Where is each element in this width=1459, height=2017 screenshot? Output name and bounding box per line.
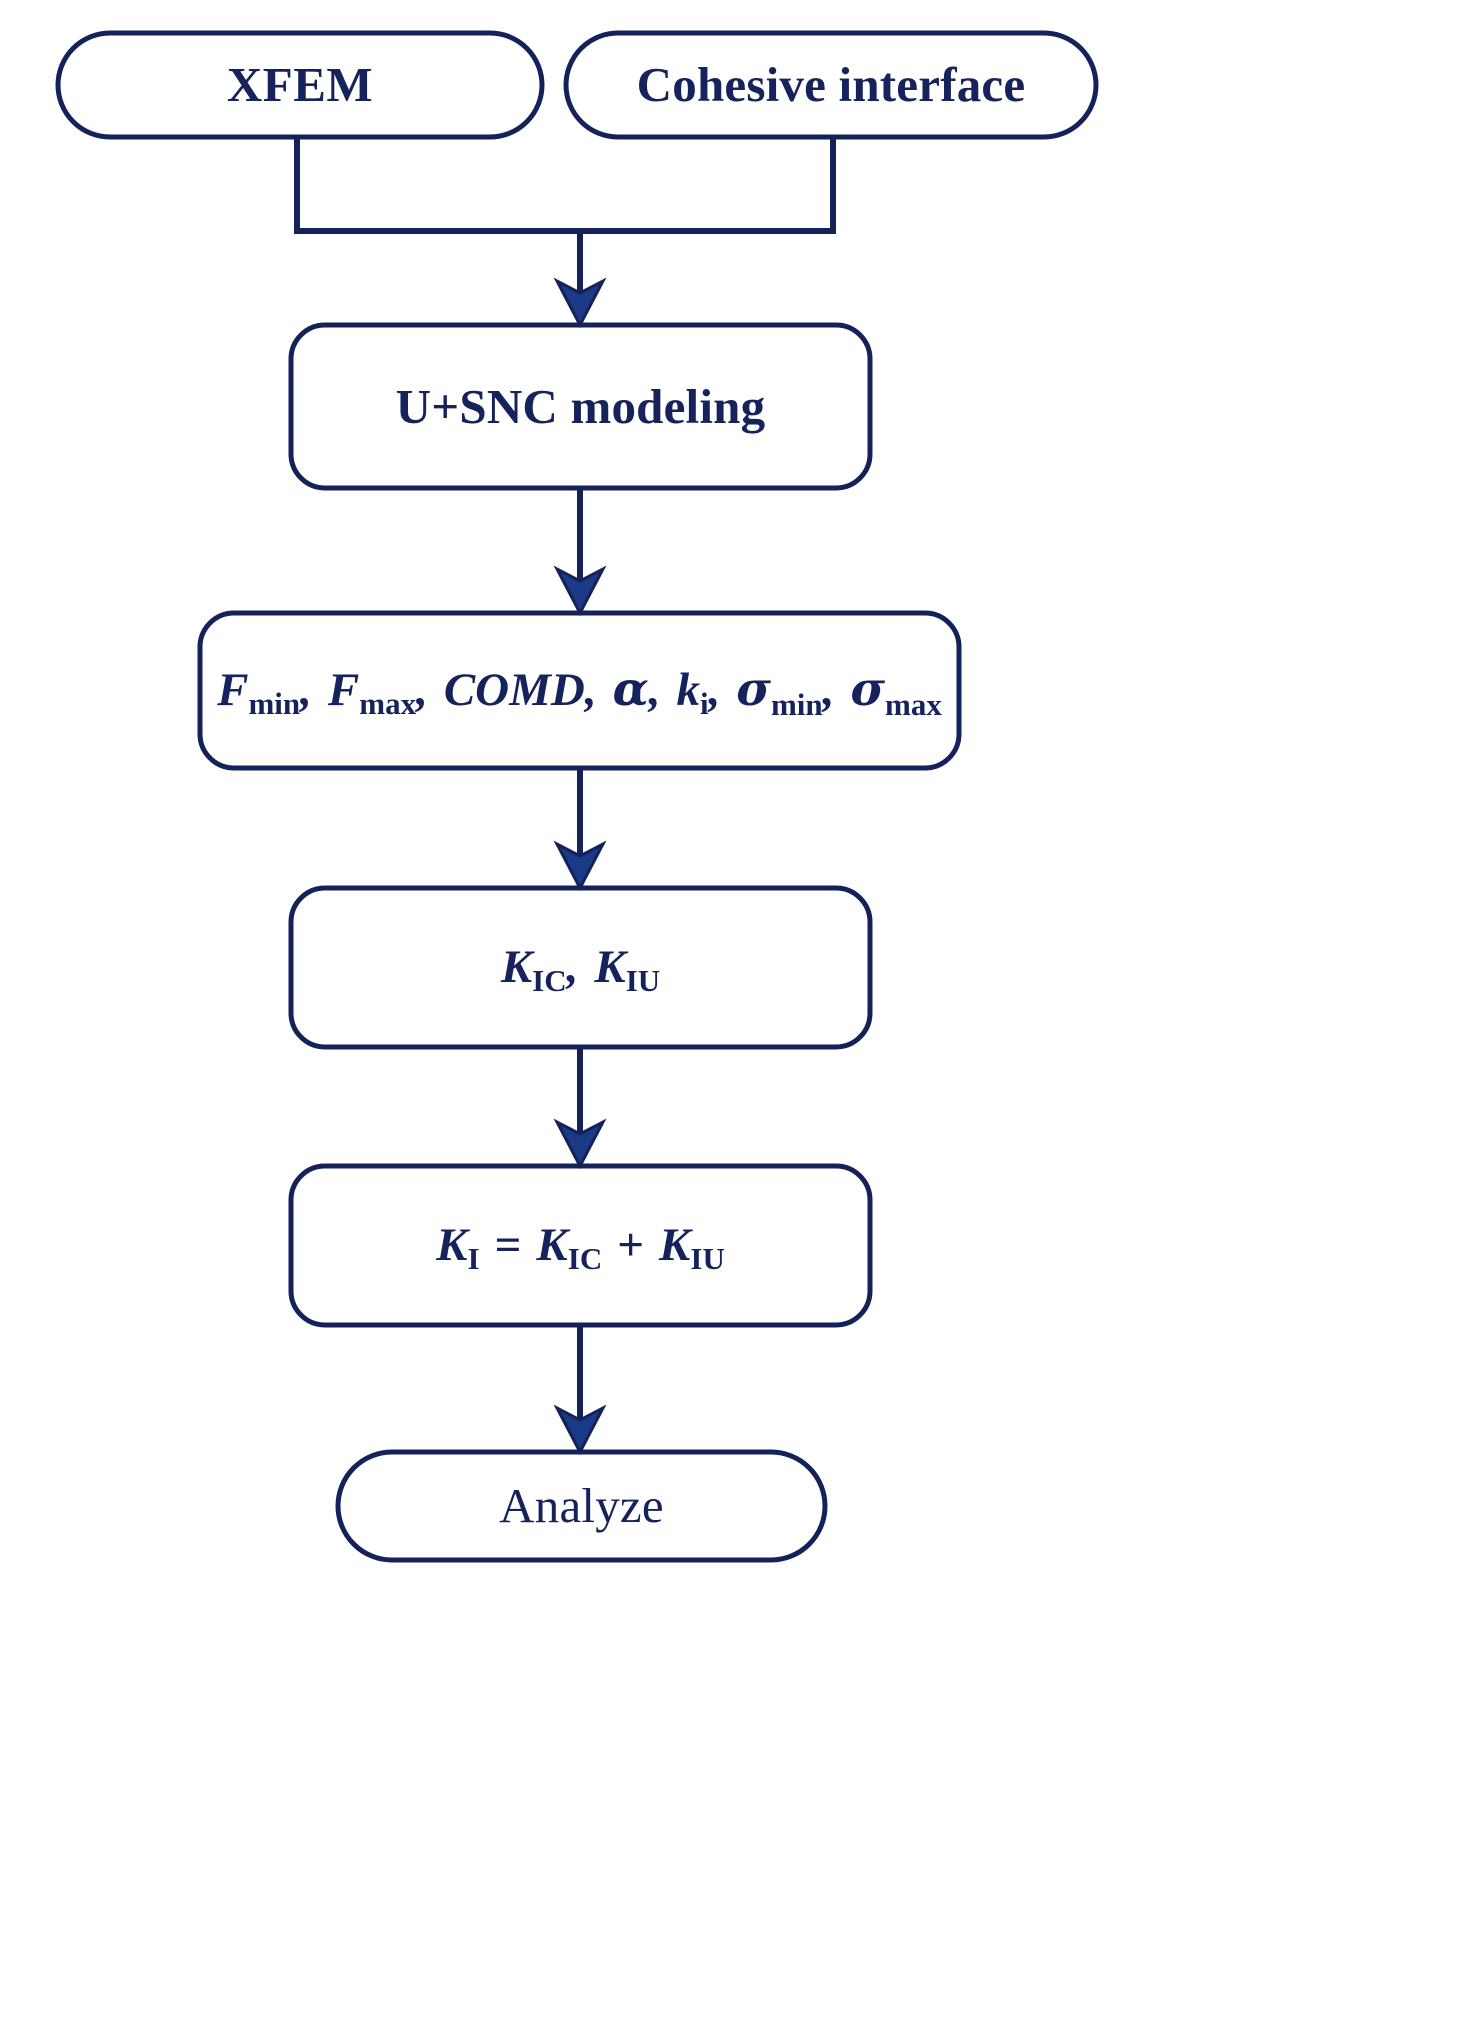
- arrowhead-merge-to-usnc: [553, 277, 607, 329]
- node-analyze-shape[interactable]: [335, 1449, 828, 1563]
- node-formula-shape[interactable]: [288, 1163, 873, 1328]
- node-toughness-shape[interactable]: [288, 885, 873, 1050]
- node-usnc-modeling-shape[interactable]: [288, 322, 873, 491]
- arrowhead-usnc-to-parameters: [553, 565, 607, 617]
- arrowhead-toughness-to-formula: [553, 1118, 607, 1170]
- node-cohesive-interface-shape[interactable]: [563, 30, 1099, 140]
- node-parameters-shape[interactable]: [197, 610, 962, 771]
- arrowhead-formula-to-analyze: [553, 1404, 607, 1456]
- arrowhead-parameters-to-toughness: [553, 840, 607, 892]
- node-xfem-shape[interactable]: [55, 30, 545, 140]
